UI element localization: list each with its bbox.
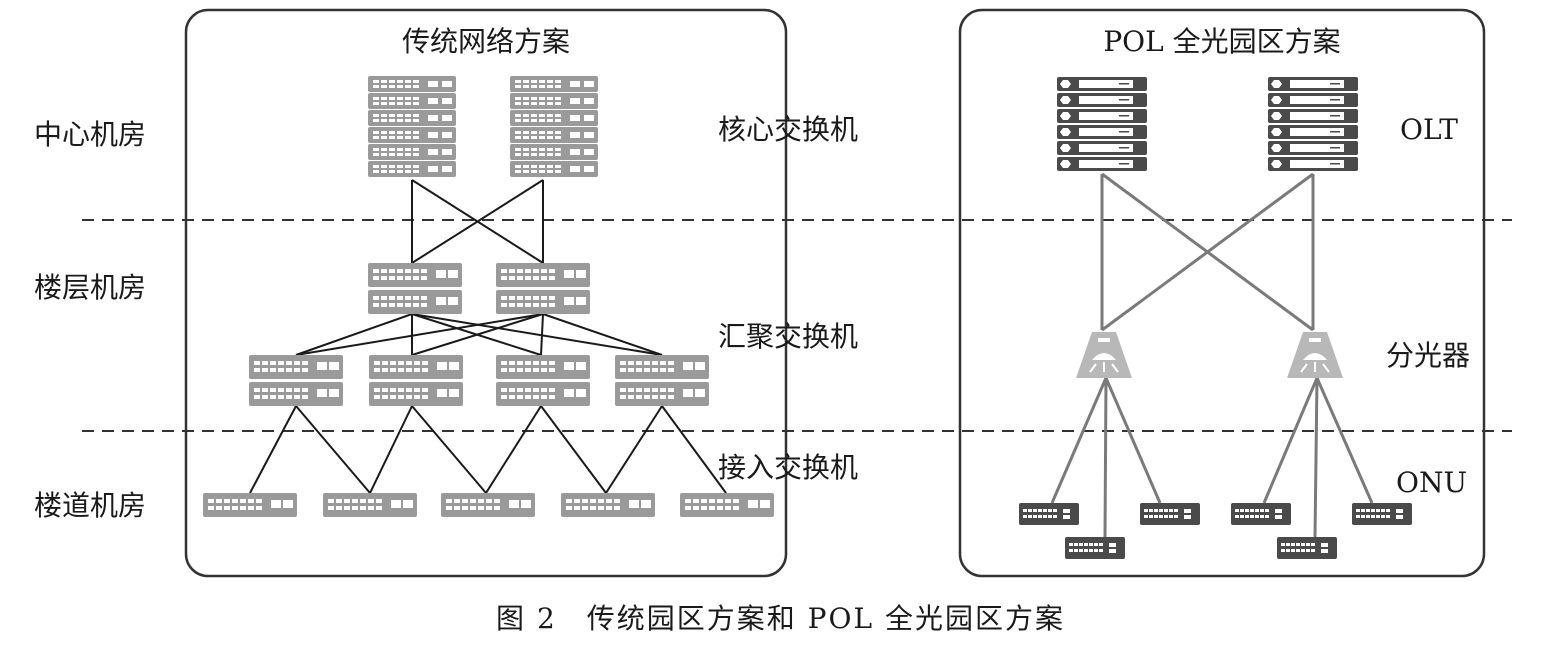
corridor-switch-3 xyxy=(441,493,535,517)
access-layer-switch-1 xyxy=(249,355,343,406)
traditional-panel-title: 传统网络方案 xyxy=(401,25,570,58)
figure-caption: 图 2 传统园区方案和 POL 全光园区方案 xyxy=(496,602,1065,635)
olt-splitter-links xyxy=(1100,172,1315,332)
onu-6 xyxy=(1352,503,1412,525)
aggregation-switch-left xyxy=(368,263,462,314)
onu-label: ONU xyxy=(1396,466,1468,499)
splitter-right xyxy=(1286,331,1344,379)
core-switch-right xyxy=(510,76,598,177)
splitter-left xyxy=(1075,331,1133,379)
onu-4 xyxy=(1231,503,1291,525)
pol-panel-frame xyxy=(958,8,1486,578)
aggregation-switch-right xyxy=(496,263,590,314)
onu-5 xyxy=(1277,537,1337,559)
olt-label: OLT xyxy=(1400,113,1458,146)
access-layer-switch-2 xyxy=(369,355,463,406)
splitter-label: 分光器 xyxy=(1386,339,1471,372)
core-switch-label: 核心交换机 xyxy=(718,113,859,146)
corridor-links xyxy=(249,405,727,494)
corridor-switch-5 xyxy=(680,493,774,517)
corridor-switch-4 xyxy=(561,493,655,517)
aggregation-access-links xyxy=(295,313,663,356)
access-layer-switch-3 xyxy=(496,355,590,406)
zone-label-corridor: 楼道机房 xyxy=(34,489,147,522)
olt-right xyxy=(1268,77,1358,171)
olt-left xyxy=(1057,77,1147,171)
corridor-switch-2 xyxy=(323,493,417,517)
aggregation-switch-label: 汇聚交换机 xyxy=(718,320,859,353)
core-aggregation-links xyxy=(411,179,544,264)
splitter-onu-links xyxy=(1050,377,1374,538)
zone-label-floor: 楼层机房 xyxy=(34,271,147,304)
access-switch-label: 接入交换机 xyxy=(718,451,859,484)
onu-3 xyxy=(1140,503,1200,525)
pol-panel-title: POL 全光园区方案 xyxy=(1103,25,1341,58)
core-switch-left xyxy=(368,76,456,177)
zone-label-center: 中心机房 xyxy=(34,118,147,151)
access-layer-switch-4 xyxy=(615,355,709,406)
onu-2 xyxy=(1065,537,1125,559)
corridor-switch-1 xyxy=(203,493,297,517)
onu-1 xyxy=(1019,503,1079,525)
traditional-panel-frame xyxy=(184,8,788,578)
